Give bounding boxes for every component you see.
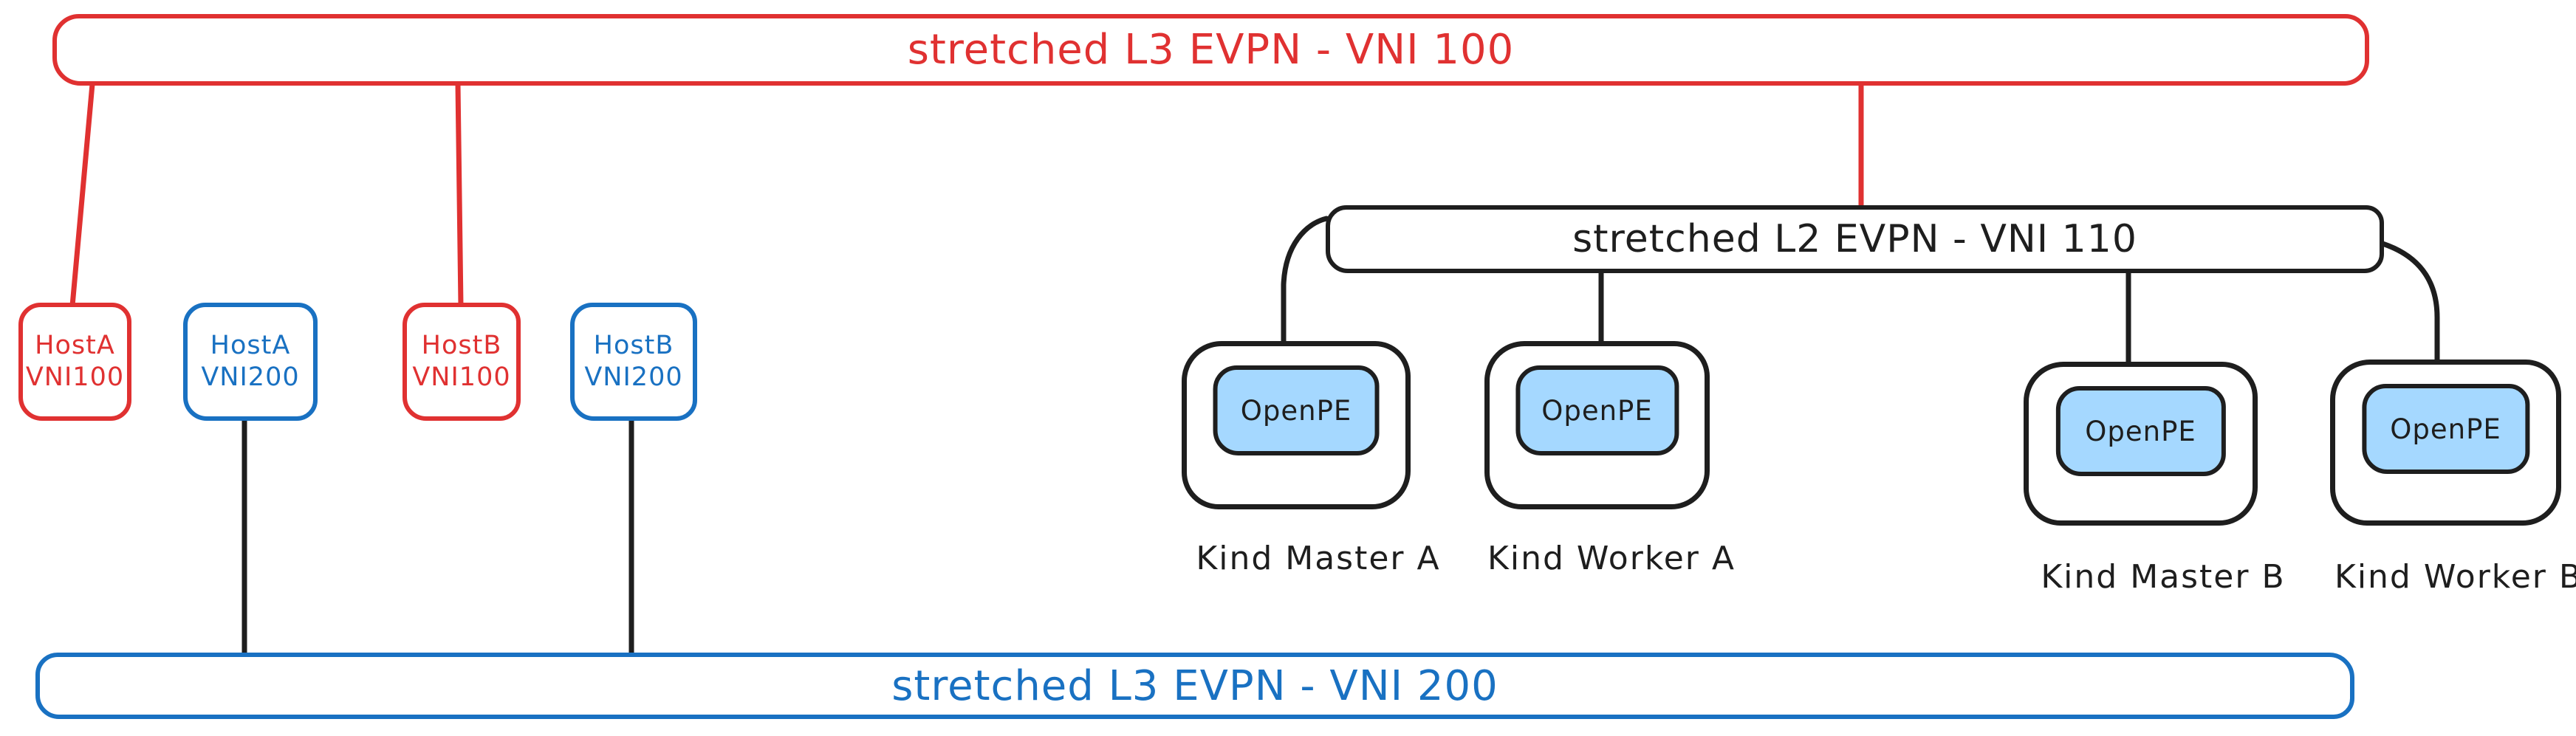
openpe-label: OpenPE [1240, 394, 1352, 427]
host-name: HostB [421, 331, 502, 361]
bus-l3-evpn-vni200-label: stretched L3 EVPN - VNI 200 [891, 661, 1498, 710]
link-vni100-bus-to-hosta-vni100 [69, 81, 95, 309]
host-vni: VNI100 [25, 362, 125, 392]
host-box-hosta-vni100: HostA VNI100 [18, 303, 131, 421]
caption-kind-worker-a: Kind Worker A [1487, 540, 1736, 577]
caption-kind-worker-b: Kind Worker B [2334, 558, 2576, 596]
host-vni: VNI200 [201, 362, 300, 392]
host-vni: VNI200 [584, 362, 683, 392]
node-kind-worker-b: OpenPE [2330, 360, 2561, 526]
caption-kind-master-b: Kind Master B [2041, 558, 2286, 596]
caption-kind-master-a: Kind Master A [1196, 540, 1441, 577]
host-box-hostb-vni200: HostB VNI200 [570, 303, 697, 421]
openpe-label: OpenPE [2390, 413, 2501, 445]
openpe-box: OpenPE [2361, 384, 2530, 474]
openpe-box: OpenPE [1213, 365, 1380, 455]
node-kind-master-a: OpenPE [1182, 341, 1411, 509]
host-vni: VNI100 [412, 362, 511, 392]
node-kind-master-b: OpenPE [2024, 362, 2258, 526]
host-name: HostA [35, 331, 115, 361]
link-l2-bus-to-kind-master-a [1281, 216, 1329, 347]
openpe-box: OpenPE [1515, 365, 1679, 455]
bus-l2-evpn-vni110: stretched L2 EVPN - VNI 110 [1326, 205, 2384, 273]
host-name: HostA [210, 331, 291, 361]
node-kind-worker-a: OpenPE [1484, 341, 1710, 509]
host-box-hostb-vni100: HostB VNI100 [402, 303, 521, 421]
host-box-hosta-vni200: HostA VNI200 [183, 303, 318, 421]
openpe-label: OpenPE [1541, 394, 1653, 427]
bus-l2-evpn-vni110-label: stretched L2 EVPN - VNI 110 [1572, 217, 2137, 261]
host-name: HostB [593, 331, 674, 361]
openpe-box: OpenPE [2055, 386, 2226, 476]
openpe-label: OpenPE [2085, 415, 2196, 447]
link-l2-bus-to-kind-worker-b [2380, 241, 2440, 365]
bus-l3-evpn-vni200: stretched L3 EVPN - VNI 200 [35, 653, 2354, 719]
bus-l3-evpn-vni100: stretched L3 EVPN - VNI 100 [52, 14, 2369, 86]
link-vni100-bus-to-hostb-vni100 [455, 81, 464, 309]
bus-l3-evpn-vni100-label: stretched L3 EVPN - VNI 100 [907, 26, 1515, 74]
